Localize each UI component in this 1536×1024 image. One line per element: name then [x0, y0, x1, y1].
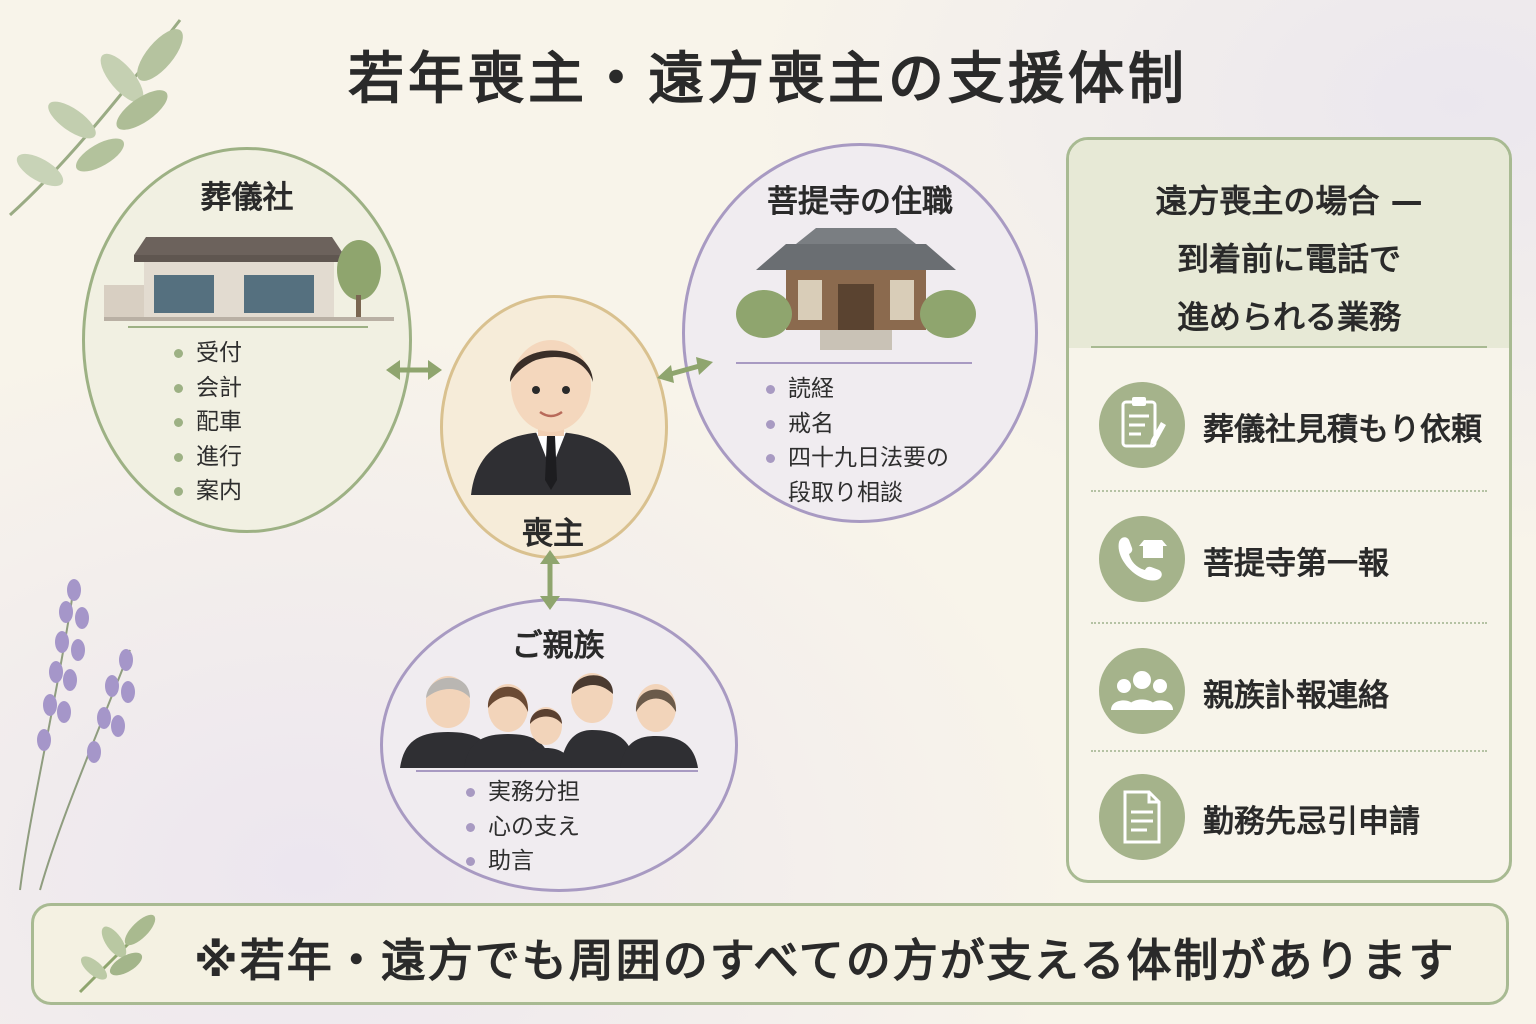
chief-family-arrow [540, 550, 560, 610]
people-group-icon [1099, 648, 1185, 734]
family-group-icon [400, 673, 698, 768]
lavender-decoration [19, 579, 135, 891]
task-item: 勤務先忌引申請 [1069, 766, 1509, 866]
list-item: 助言 [464, 844, 580, 879]
list-item: 配車 [172, 405, 242, 440]
list-item: 四十九日法要の [764, 441, 949, 476]
temple-title: 菩提寺の住職 [767, 184, 953, 220]
temple-divider [736, 362, 972, 364]
task-item: 菩提寺第一報 [1069, 508, 1509, 608]
panel-title-line: 進められる業務 [1176, 298, 1401, 336]
footer-text: ※若年・遠方でも周囲のすべての方が支える体制があります [194, 934, 1456, 987]
list-item: 読経 [764, 372, 949, 407]
funeral-hall-icon [104, 237, 394, 321]
panel-title: 遠方喪主の場合 — 到着前に電話で 進められる業務 [1069, 172, 1509, 346]
leaf-branch-decoration [8, 19, 183, 217]
list-item: 戒名 [764, 407, 949, 442]
chief-mourner-title: 喪主 [522, 516, 584, 552]
clipboard-pen-icon [1099, 382, 1185, 468]
panel-title-line: 到着前に電話で [1176, 240, 1401, 278]
family-title: ご親族 [511, 628, 605, 664]
task-label: 勤務先忌引申請 [1203, 804, 1420, 840]
list-item: 段取り相談 [788, 479, 903, 506]
list-item: 実務分担 [464, 775, 580, 810]
funeral-home-title: 葬儀社 [200, 180, 294, 216]
footer-banner: ※若年・遠方でも周囲のすべての方が支える体制があります [31, 903, 1509, 1005]
chief-mourner-avatar [471, 340, 631, 495]
task-separator [1091, 622, 1487, 624]
list-item: 受付 [172, 336, 242, 371]
list-item: 会計 [172, 371, 242, 406]
task-separator [1091, 750, 1487, 752]
panel-title-line: 遠方喪主の場合 — [1155, 182, 1423, 220]
list-item: 心の支え [464, 810, 580, 845]
page-title: 若年喪主・遠方喪主の支援体制 [348, 47, 1188, 112]
funeral-home-list: 受付 会計 配車 進行 案内 [172, 336, 242, 509]
task-label: 葬儀社見積もり依頼 [1203, 412, 1482, 448]
panel-divider [1091, 346, 1487, 348]
funeral-home-node [82, 147, 412, 533]
leaf-sprig-icon [78, 914, 156, 994]
task-label: 菩提寺第一報 [1203, 546, 1389, 582]
funeral-home-divider [128, 326, 368, 328]
family-list: 実務分担 心の支え 助言 [464, 775, 580, 879]
temple-chief-arrow [657, 357, 713, 383]
task-label: 親族訃報連絡 [1203, 678, 1389, 714]
task-item: 親族訃報連絡 [1069, 640, 1509, 740]
funeral-chief-arrow [386, 360, 442, 380]
list-item: 案内 [172, 474, 242, 509]
task-item: 葬儀社見積もり依頼 [1069, 374, 1509, 474]
list-item: 進行 [172, 440, 242, 475]
document-icon [1099, 774, 1185, 860]
temple-icon [736, 228, 976, 350]
phone-temple-icon [1099, 516, 1185, 602]
task-separator [1091, 490, 1487, 492]
remote-mourner-panel: 遠方喪主の場合 — 到着前に電話で 進められる業務 葬儀社見積もり依頼 [1066, 137, 1512, 883]
family-divider [416, 770, 698, 772]
panel-header [1069, 140, 1509, 348]
temple-list: 読経 戒名 四十九日法要の 段取り相談 [764, 372, 949, 510]
